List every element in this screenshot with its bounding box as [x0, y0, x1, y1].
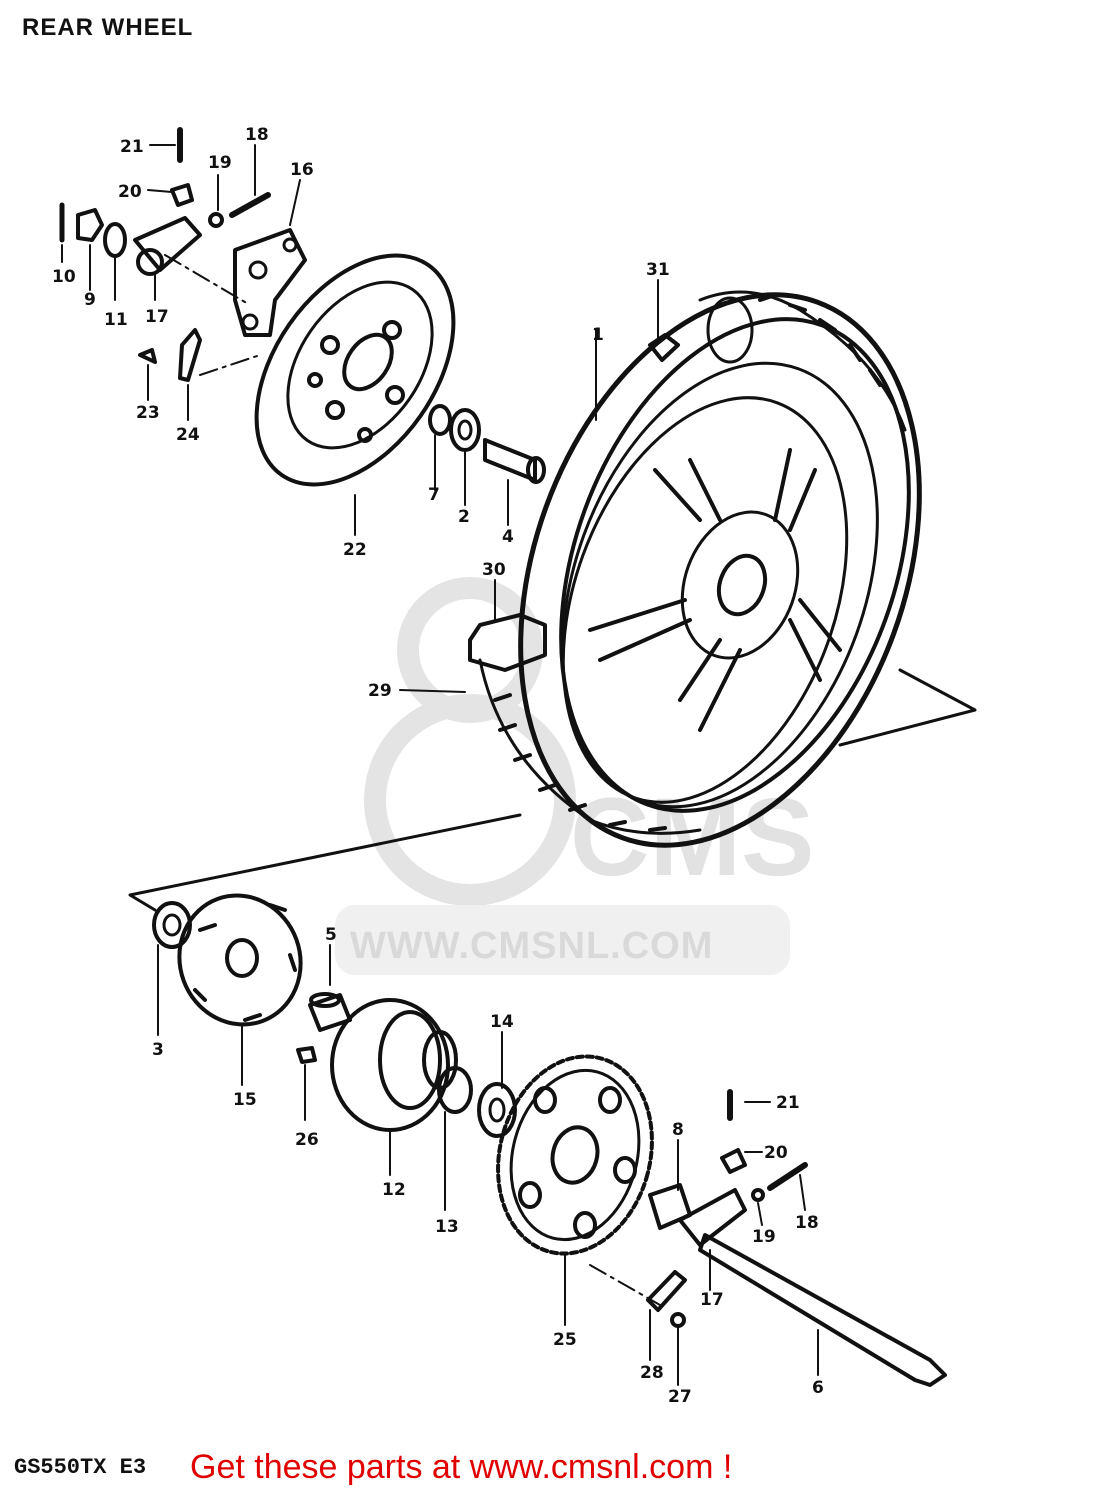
- part-number-4: 4: [502, 527, 514, 547]
- bearing-2: [449, 408, 481, 452]
- part-number-15: 15: [233, 1090, 257, 1110]
- frame-line-right: [838, 668, 977, 747]
- part-number-23: 23: [136, 403, 160, 423]
- bolt-18-bottom: [767, 1162, 808, 1191]
- bolt-26: [296, 1046, 317, 1064]
- part-number-20-bottom: 20: [764, 1143, 788, 1163]
- axis-line-mount: [199, 354, 261, 376]
- caliper-bracket: [233, 228, 307, 337]
- bolt-23: [138, 348, 157, 364]
- part-number-29: 29: [368, 681, 392, 701]
- brake-disc: [254, 253, 456, 487]
- page-title: REAR WHEEL: [22, 14, 194, 41]
- oil-seal-7: [428, 404, 452, 436]
- part-number-18-top: 18: [245, 125, 269, 145]
- oil-seal-14: [477, 1082, 517, 1138]
- valve-31: [648, 333, 680, 362]
- model-code: GS550TX E3: [14, 1455, 147, 1480]
- balancer-30: [468, 613, 547, 672]
- chain-adjuster-bottom: [678, 1188, 747, 1247]
- part-number-5: 5: [325, 925, 337, 945]
- part-number-8: 8: [672, 1120, 684, 1140]
- part-number-3: 3: [152, 1040, 164, 1060]
- part-number-26: 26: [295, 1130, 319, 1150]
- part-number-22: 22: [343, 540, 367, 560]
- part-number-28: 28: [640, 1363, 664, 1383]
- part-number-30: 30: [482, 560, 506, 580]
- sprocket-drum-12: [330, 998, 458, 1132]
- part-number-1: 1: [592, 325, 604, 345]
- part-number-6: 6: [812, 1378, 824, 1398]
- part-number-27: 27: [668, 1387, 692, 1407]
- washer-19-top: [208, 212, 224, 228]
- frame-line-left: [128, 813, 522, 912]
- part-number-18-bottom: 18: [795, 1213, 819, 1233]
- lock-plate-28: [646, 1270, 687, 1312]
- bearing-3: [152, 901, 192, 949]
- washer-11: [103, 222, 127, 258]
- wheel-assembly: [478, 290, 922, 848]
- part-number-25: 25: [553, 1330, 577, 1350]
- part-number-17-top: 17: [145, 307, 169, 327]
- part-number-19-bottom: 19: [752, 1227, 776, 1247]
- part-number-12: 12: [382, 1180, 406, 1200]
- footer-link[interactable]: Get these parts at www.cmsnl.com !: [190, 1448, 733, 1486]
- chain-adjuster-top: [133, 216, 202, 272]
- washer-19-bottom: [751, 1188, 765, 1202]
- spacer-8: [648, 1183, 692, 1230]
- nut-9: [76, 208, 104, 242]
- cush-rubber-15: [177, 893, 303, 1027]
- part-number-20-top: 20: [118, 182, 142, 202]
- axis-line-upper: [164, 254, 251, 306]
- part-number-21-top: 21: [120, 137, 144, 157]
- part-number-2: 2: [458, 507, 470, 527]
- part-number-24: 24: [176, 425, 200, 445]
- bolt-18-top: [229, 192, 271, 218]
- part-number-10: 10: [52, 267, 76, 287]
- part-number-21-bottom: 21: [776, 1093, 800, 1113]
- part-number-14: 14: [490, 1012, 514, 1032]
- part-number-16: 16: [290, 160, 314, 180]
- stopper-20-top: [170, 183, 194, 207]
- axle-6: [698, 1233, 947, 1387]
- part-number-11: 11: [104, 310, 128, 330]
- bearing-13: [437, 1066, 473, 1114]
- part-number-19-top: 19: [208, 153, 232, 173]
- watermark-url: WWW.CMSNL.COM: [350, 925, 714, 967]
- rear-sprocket-25: [496, 1054, 654, 1256]
- part-number-7: 7: [428, 485, 440, 505]
- part-number-31: 31: [646, 260, 670, 280]
- part-number-13: 13: [435, 1217, 459, 1237]
- part-number-17-bottom: 17: [700, 1290, 724, 1310]
- part-number-9: 9: [84, 290, 96, 310]
- nut-27: [670, 1312, 686, 1328]
- lock-plate-24: [178, 328, 202, 382]
- stopper-20-bottom: [720, 1148, 747, 1174]
